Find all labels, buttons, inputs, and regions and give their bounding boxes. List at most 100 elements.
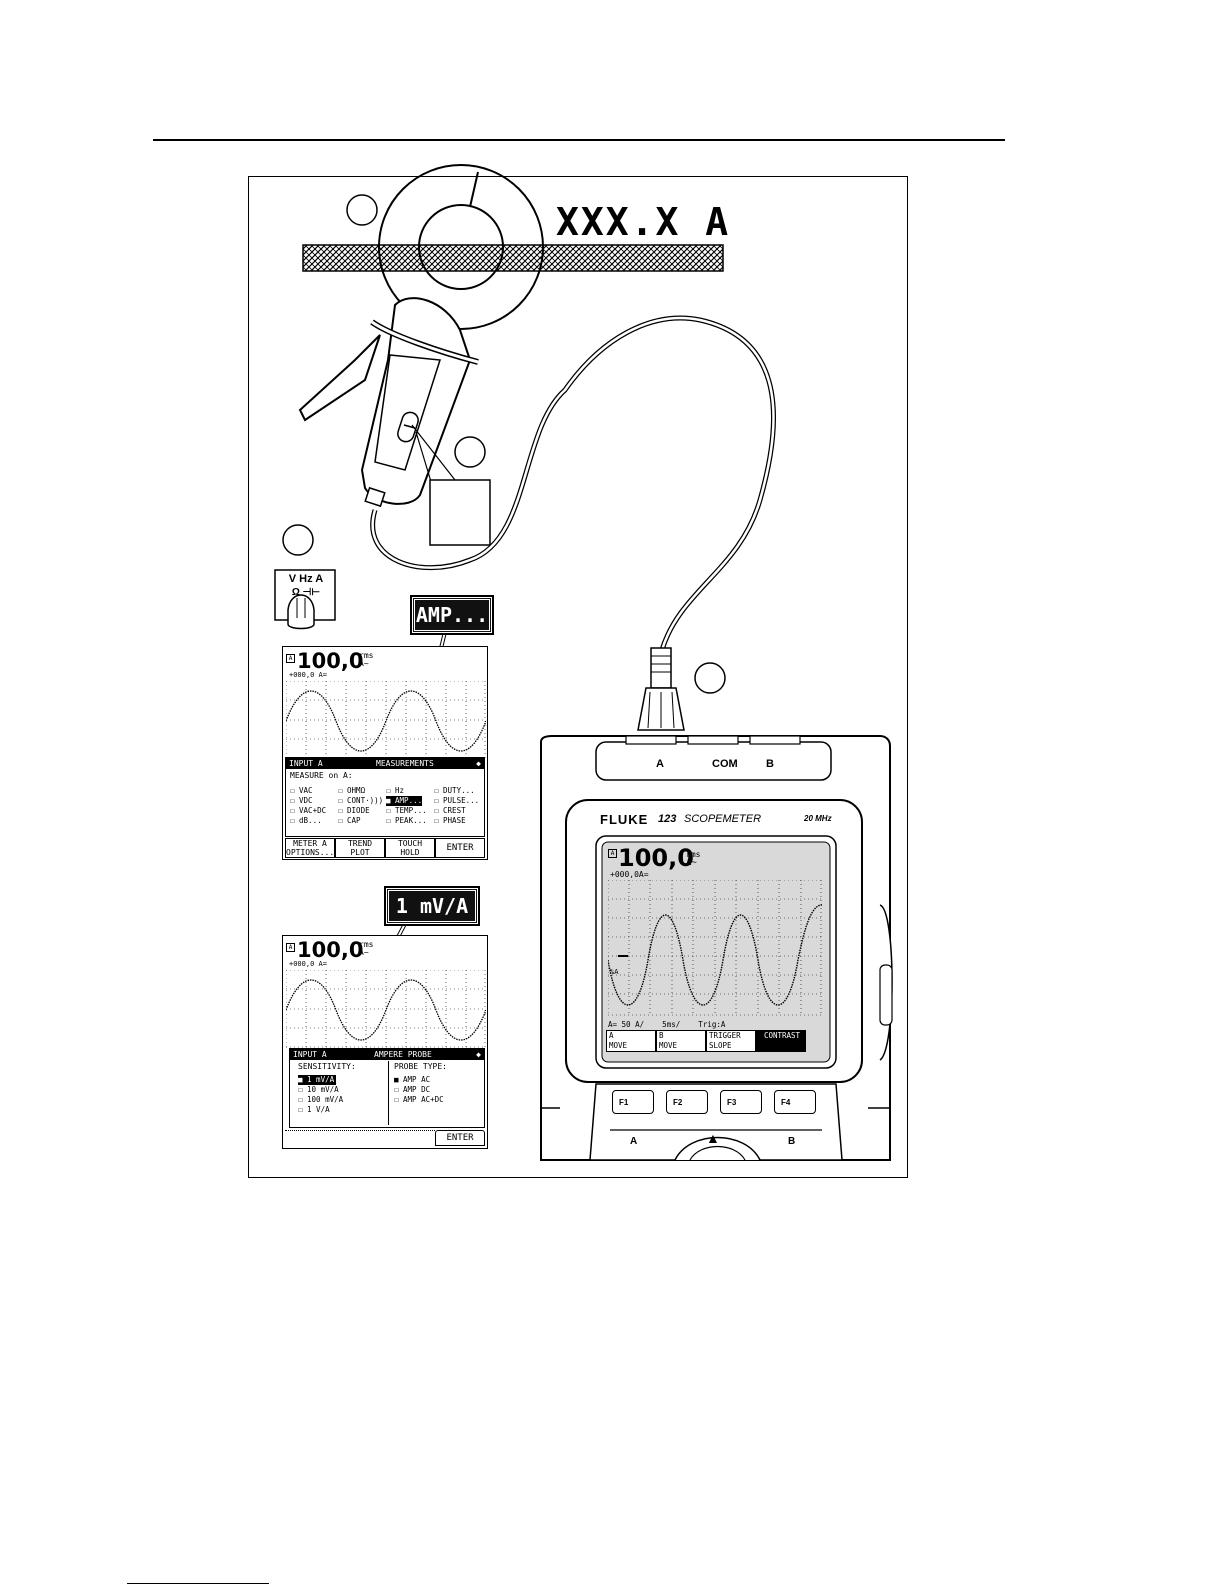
meter-bottom-keys: A ▲ B xyxy=(620,1130,820,1156)
meter-bottom-key[interactable]: ▲ xyxy=(706,1130,720,1146)
meter-key-f1[interactable]: F1 xyxy=(612,1090,654,1114)
measurement-option[interactable]: ☐ VDC xyxy=(290,796,313,805)
measurement-option[interactable]: ☐ VAC xyxy=(290,786,313,795)
screen-ampere-probe: A 100,0 rms A~ +000,0 A= INPUT A AMPERE … xyxy=(282,935,488,1149)
meter-bottom-key[interactable]: A xyxy=(630,1136,638,1147)
meter-softkey[interactable]: CONTRAST xyxy=(756,1030,806,1052)
menu-arrows-icon: ◆ xyxy=(476,759,481,768)
figure-frame xyxy=(248,176,908,1178)
input-a-badge-2: A xyxy=(286,943,295,952)
measurements-menu-header: INPUT A MEASUREMENTS ◆ xyxy=(286,758,484,769)
callout-sensitivity: 1 mV/A xyxy=(384,886,480,926)
screen2-waveform xyxy=(286,970,486,1048)
screen-measurements: A 100,0 rms A~ +000,0 A= INPUT A MEASURE… xyxy=(282,646,488,860)
sensitivity-label: SENSITIVITY: xyxy=(298,1062,356,1071)
function-switch-label: V Hz A Ω ⊣⊢ xyxy=(279,573,333,599)
bottom-rule xyxy=(127,1583,269,1584)
screen1-fkey[interactable]: TOUCH HOLD xyxy=(385,838,435,858)
screen1-sub: +000,0 A= xyxy=(289,671,327,679)
meter-key-f3[interactable]: F3 xyxy=(720,1090,762,1114)
screen1-fkey[interactable]: TREND PLOT xyxy=(335,838,385,858)
screen1-value: 100,0 xyxy=(297,649,364,673)
meter-softkey[interactable]: B MOVE xyxy=(656,1030,706,1052)
meter-display-unit-top: rms xyxy=(686,850,701,859)
measurement-option[interactable]: ☐ DIODE xyxy=(338,806,370,815)
screen1-fkey[interactable]: METER A OPTIONS... xyxy=(285,838,335,858)
menu-title-center: MEASUREMENTS xyxy=(376,759,434,768)
bandwidth-label: 20 MHz xyxy=(804,814,832,823)
ampere-probe-menu: INPUT A AMPERE PROBE ◆ SENSITIVITY: PROB… xyxy=(289,1048,485,1128)
meter-input-badge: A xyxy=(608,849,617,858)
top-rule xyxy=(153,139,1005,141)
measurement-option[interactable]: ☐ CAP xyxy=(338,816,361,825)
measurement-option[interactable]: ☐ OHMΩ xyxy=(338,786,366,795)
menu2-title-left: INPUT A xyxy=(293,1050,327,1059)
meter-bottom-key[interactable]: B xyxy=(788,1136,796,1147)
screen2-enter-key[interactable]: ENTER xyxy=(435,1130,485,1146)
step-circle-3 xyxy=(282,524,314,556)
measurement-option[interactable]: ☐ DUTY... xyxy=(434,786,475,795)
model-number: 123 xyxy=(658,813,677,825)
measurement-option[interactable]: ☐ PEAK... xyxy=(386,816,427,825)
clamp-jaw xyxy=(378,164,544,330)
meter-display-unit-bottom: A~ xyxy=(686,858,697,868)
screen2-sub: +000,0 A= xyxy=(289,960,327,968)
probe-type-option[interactable]: ☐ AMP DC xyxy=(394,1085,431,1094)
meter-brand-row: FLUKE 123 SCOPEMETER 20 MHz xyxy=(600,812,840,828)
meter-key-f2[interactable]: F2 xyxy=(666,1090,708,1114)
meter-key-f4[interactable]: F4 xyxy=(774,1090,816,1114)
sensitivity-option[interactable]: ☐ 100 mV/A xyxy=(298,1095,344,1104)
measurement-option[interactable]: ☐ CONT·))) xyxy=(338,796,384,805)
screen1-waveform xyxy=(286,681,486,759)
clamp-reading: XXX.X A xyxy=(556,200,731,244)
measurement-option[interactable]: ☐ PULSE... xyxy=(434,796,480,805)
meter-softkey[interactable]: A MOVE xyxy=(606,1030,656,1052)
measurement-option[interactable]: ☐ Hz xyxy=(386,786,405,795)
sensitivity-option[interactable]: ☐ 1 V/A xyxy=(298,1105,330,1114)
function-switch-top: V Hz A xyxy=(288,573,324,585)
step-circle-2 xyxy=(454,436,486,468)
measurement-option[interactable]: ☐ PHASE xyxy=(434,816,466,825)
meter-display-sub: +000,0A= xyxy=(610,870,649,879)
menu2-title-center: AMPERE PROBE xyxy=(374,1050,432,1059)
measure-on-label: MEASURE on A: xyxy=(290,771,353,780)
sensitivity-option[interactable]: ☐ 10 mV/A xyxy=(298,1085,339,1094)
meter-display: A 100,0 rms A~ +000,0A= %A A= 50 A/ 5ms/… xyxy=(606,844,826,1058)
probe-type-option[interactable]: ■ AMP AC xyxy=(394,1075,431,1084)
range-label-box xyxy=(429,479,491,546)
menu2-arrows-icon: ◆ xyxy=(476,1050,481,1059)
sensitivity-option[interactable]: ■ 1 mV/A xyxy=(298,1075,337,1085)
screen1-unit-bottom: A~ xyxy=(359,659,369,668)
step-circle-1 xyxy=(346,194,378,226)
screen2-value: 100,0 xyxy=(297,938,364,962)
menu2-divider xyxy=(388,1061,389,1125)
step-circle-4 xyxy=(694,662,726,694)
meter-input-com: COM xyxy=(712,758,738,770)
menu-title-left: INPUT A xyxy=(289,759,323,768)
meter-status-line: A= 50 A/ 5ms/ Trig:A xyxy=(608,1020,726,1029)
conductor-bar xyxy=(302,244,724,272)
measurement-option[interactable]: ■ AMP... xyxy=(386,796,423,806)
meter-waveform xyxy=(608,880,822,1016)
measurement-option[interactable]: ☐ CREST xyxy=(434,806,466,815)
ampere-probe-menu-header: INPUT A AMPERE PROBE ◆ xyxy=(290,1049,484,1060)
probe-type-label: PROBE TYPE: xyxy=(394,1062,447,1071)
probe-type-option[interactable]: ☐ AMP AC+DC xyxy=(394,1095,444,1104)
meter-function-keys: F1 F2 F3 F4 xyxy=(612,1090,832,1116)
measurement-option[interactable]: ☐ dB... xyxy=(290,816,322,825)
clamp-trigger xyxy=(298,334,381,422)
measurement-option[interactable]: ☐ TEMP... xyxy=(386,806,427,815)
model-name: SCOPEMETER xyxy=(684,813,762,825)
screen1-fkey[interactable]: ENTER xyxy=(435,838,485,858)
brand-logo: FLUKE xyxy=(600,812,649,827)
callout-amp: AMP... xyxy=(410,595,494,635)
meter-input-b: B xyxy=(766,758,774,770)
screen1-unit-top: rms xyxy=(359,651,374,660)
measurement-option[interactable]: ☐ VAC+DC xyxy=(290,806,327,815)
meter-softkey[interactable]: TRIGGER SLOPE xyxy=(706,1030,756,1052)
meter-display-value: 100,0 xyxy=(618,844,694,872)
